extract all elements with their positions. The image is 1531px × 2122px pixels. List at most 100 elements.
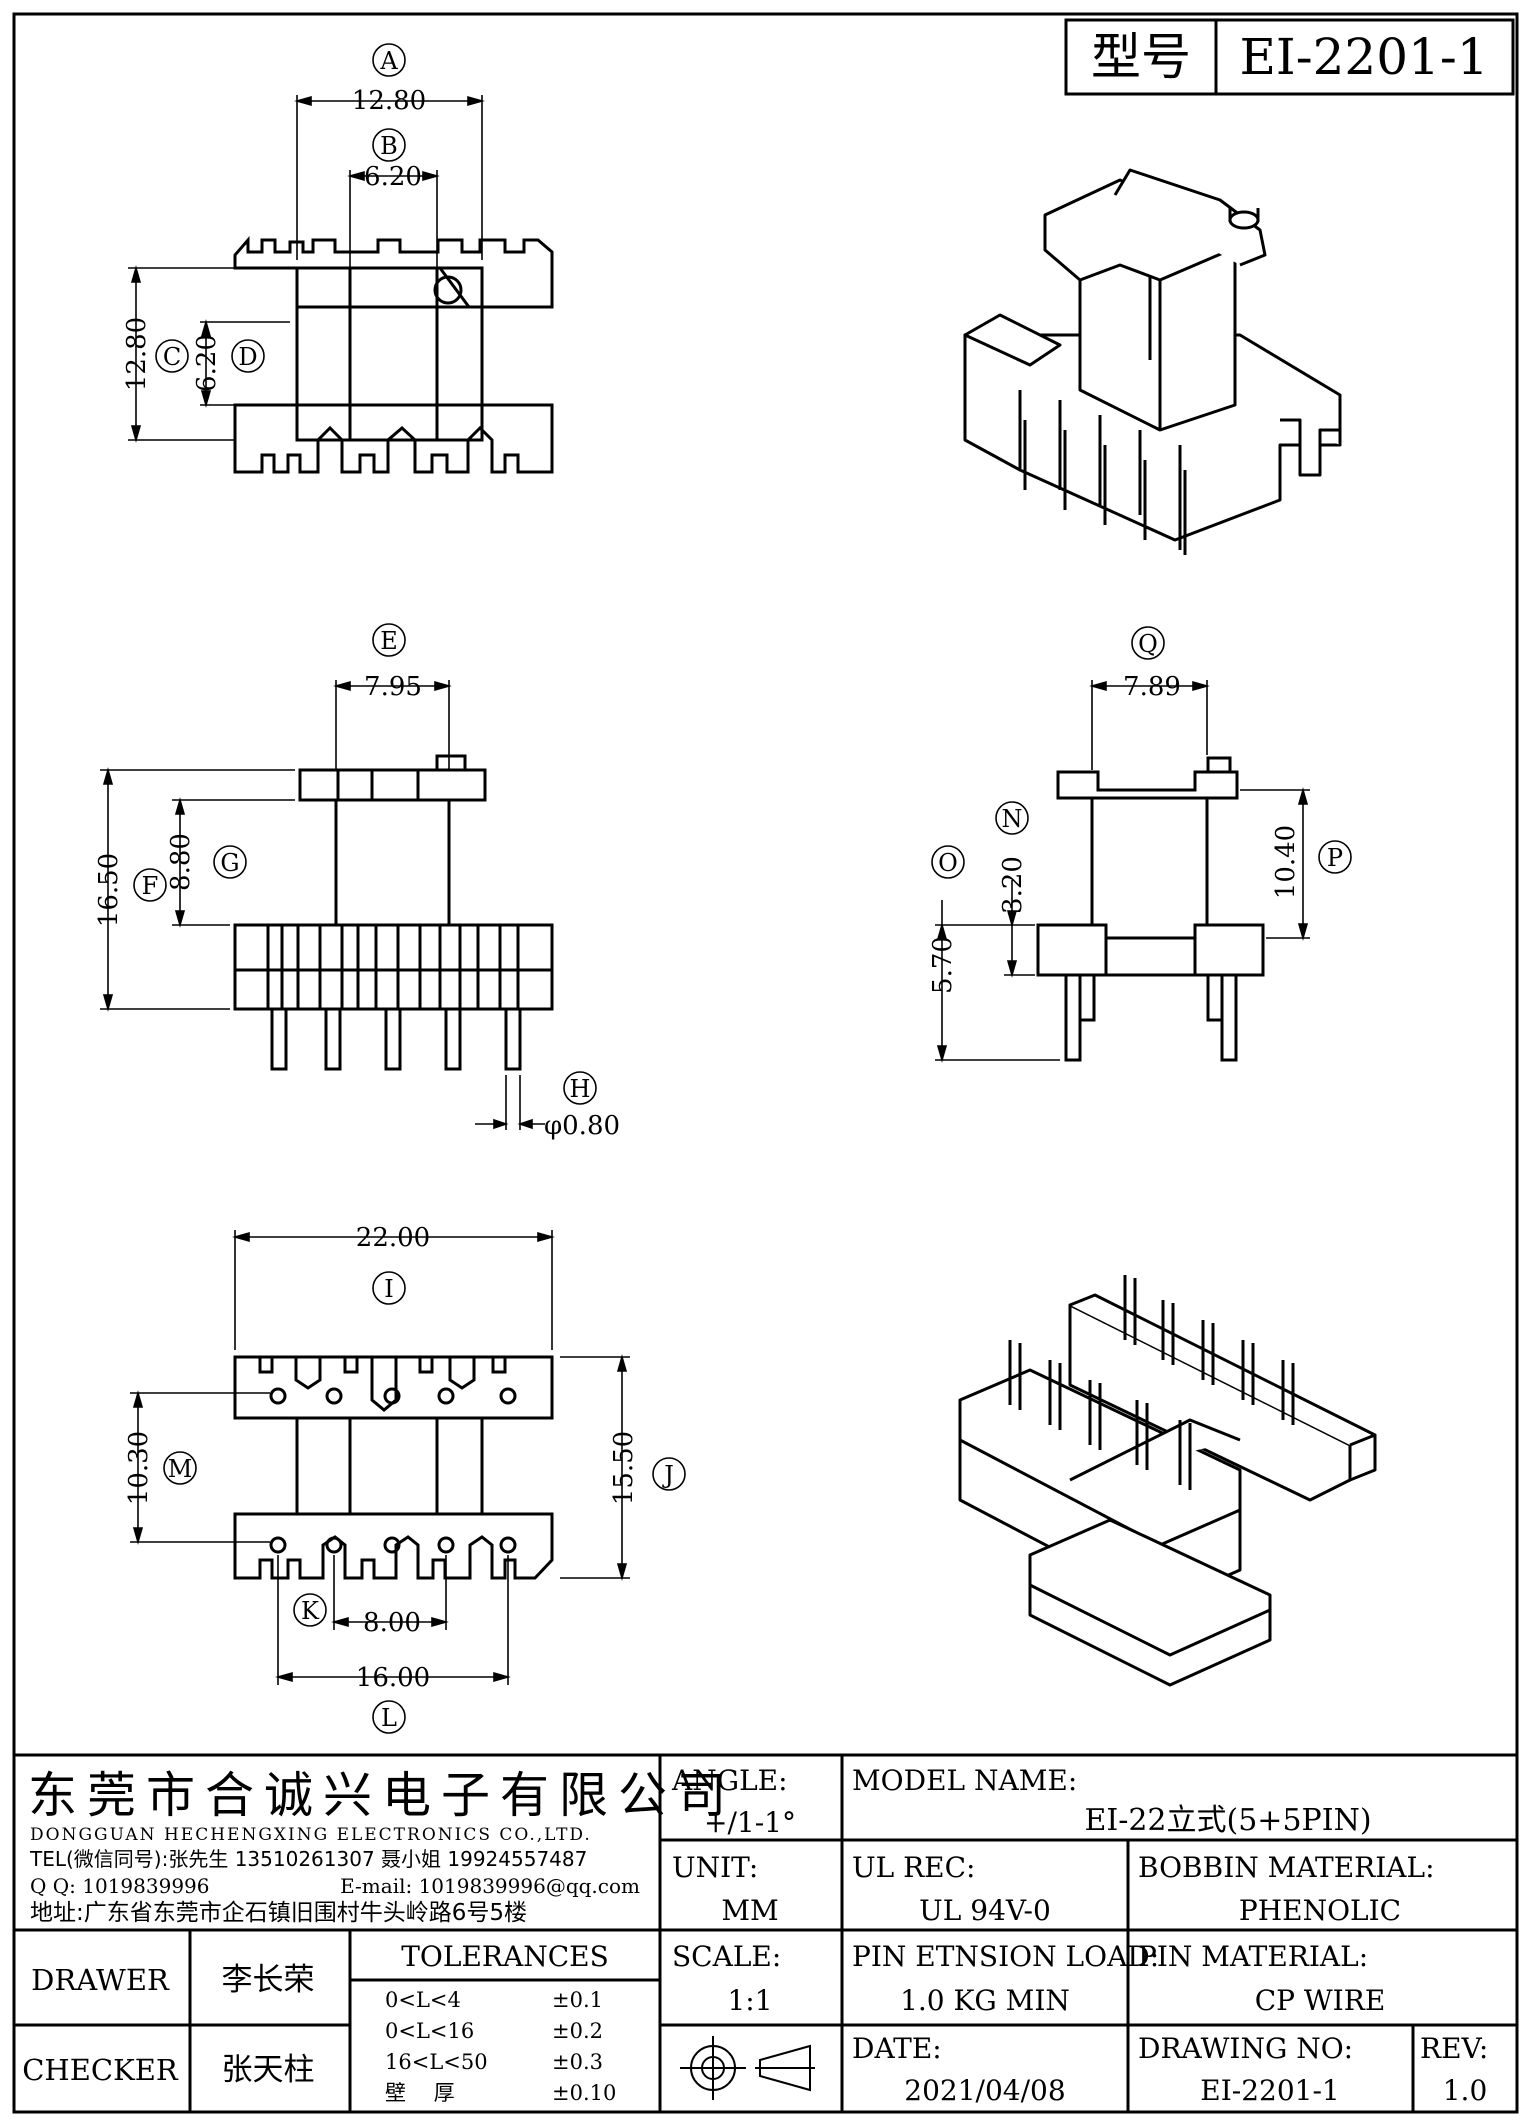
- isometric-view-top: [963, 168, 1342, 555]
- date-value: 2021/04/08: [904, 2074, 1065, 2107]
- pin-load-label: PIN ETNSION LOAD:: [852, 1940, 1159, 1973]
- svg-text:7.95: 7.95: [364, 672, 422, 702]
- bobbin-material-value: PHENOLIC: [1239, 1894, 1401, 1927]
- title-block: [14, 1753, 1517, 2112]
- company-block: 东莞市合诚兴电子有限公司 DONGGUAN HECHENGXING ELECTR…: [28, 1767, 736, 1926]
- svg-text:7.89: 7.89: [1123, 672, 1181, 702]
- company-name-cn: 东莞市合诚兴电子有限公司: [28, 1767, 736, 1824]
- date-label: DATE:: [852, 2032, 942, 2065]
- dim-B: B 6.20: [364, 128, 422, 192]
- svg-text:15.50: 15.50: [609, 1431, 639, 1505]
- dim-G: 8.80 G: [166, 833, 247, 891]
- dim-K: K 8.00: [293, 1593, 421, 1638]
- svg-text:M: M: [168, 1455, 193, 1483]
- svg-text:F: F: [142, 872, 159, 900]
- angle-label: ANGLE:: [671, 1764, 788, 1797]
- svg-text:K: K: [301, 1597, 320, 1625]
- title-block-text: ANGLE: +/1-1° MODEL NAME: EI-22立式(5+5PIN…: [22, 1764, 1488, 2107]
- rev-label: REV:: [1420, 2032, 1488, 2065]
- tolerances-label: TOLERANCES: [401, 1940, 609, 1973]
- dim-M: 10.30 M: [124, 1431, 197, 1505]
- dim-I: 22.00 I: [356, 1223, 430, 1305]
- side-view: [1036, 756, 1265, 1062]
- dim-H: H φ0.80: [544, 1071, 620, 1141]
- header-model-value: EI-2201-1: [1239, 28, 1488, 86]
- company-email: E-mail: 1019839996@qq.com: [340, 1874, 640, 1898]
- svg-text:G: G: [220, 849, 239, 877]
- svg-text:16.50: 16.50: [94, 853, 124, 927]
- tolerance-range-3: 16<L<50: [385, 2050, 488, 2074]
- svg-text:8.00: 8.00: [363, 1608, 421, 1638]
- svg-text:O: O: [938, 849, 958, 877]
- dim-P: 10.40 P: [1271, 825, 1352, 899]
- company-qq: Q Q: 1019839996: [30, 1874, 210, 1898]
- ul-rec-value: UL 94V-0: [919, 1894, 1051, 1927]
- dim-A: A 12.80: [352, 43, 426, 116]
- svg-text:12.80: 12.80: [122, 317, 152, 391]
- dim-F: 16.50 F: [94, 853, 167, 927]
- isometric-view-bottom: [958, 1275, 1377, 1687]
- drawing-no-label: DRAWING NO:: [1138, 2032, 1353, 2065]
- tolerance-value-4: ±0.10: [552, 2081, 616, 2105]
- top-view: [233, 235, 554, 474]
- header-model-box: 型号 EI-2201-1: [1064, 18, 1515, 96]
- dim-L: 16.00 L: [356, 1663, 430, 1734]
- drawer-label: DRAWER: [31, 1963, 170, 1997]
- top-view-dims: [128, 95, 485, 443]
- bottom-view: [233, 1355, 554, 1580]
- drawer-value: 李长荣: [222, 1962, 315, 1998]
- checker-value: 张天柱: [222, 2052, 315, 2088]
- model-name-label: MODEL NAME:: [852, 1764, 1077, 1797]
- projection-symbol-icon: [680, 2036, 815, 2100]
- side-view-dims: [935, 680, 1310, 1063]
- pin-material-label: PIN MATERIAL:: [1138, 1940, 1368, 1973]
- svg-text:6.20: 6.20: [192, 334, 222, 392]
- svg-text:A: A: [379, 47, 398, 75]
- scale-label: SCALE:: [672, 1940, 781, 1973]
- svg-text:6.20: 6.20: [364, 162, 422, 192]
- tolerance-value-3: ±0.3: [552, 2050, 603, 2074]
- dim-C: 12.80 C: [122, 317, 189, 391]
- svg-text:C: C: [163, 343, 181, 371]
- checker-label: CHECKER: [22, 2053, 179, 2087]
- svg-text:22.00: 22.00: [356, 1223, 430, 1253]
- svg-text:J: J: [661, 1461, 674, 1489]
- svg-text:3.20: 3.20: [998, 856, 1028, 914]
- tolerance-range-4: 壁 厚: [385, 2081, 455, 2105]
- drawing-no-value: EI-2201-1: [1200, 2074, 1340, 2107]
- svg-text:16.00: 16.00: [356, 1663, 430, 1693]
- svg-text:I: I: [384, 1275, 393, 1303]
- dim-D: 6.20 D: [192, 334, 265, 392]
- svg-text:8.80: 8.80: [166, 833, 196, 891]
- svg-text:Q: Q: [1138, 630, 1158, 658]
- dim-N: N 3.20: [995, 801, 1029, 914]
- front-view-dims: [100, 680, 545, 1130]
- svg-text:φ0.80: φ0.80: [544, 1111, 620, 1141]
- model-name-value: EI-22立式(5+5PIN): [1084, 1803, 1371, 1838]
- bobbin-material-label: BOBBIN MATERIAL:: [1138, 1851, 1435, 1884]
- svg-text:P: P: [1327, 844, 1343, 872]
- svg-text:N: N: [1002, 805, 1023, 833]
- dim-E: E 7.95: [364, 623, 422, 702]
- tolerance-value-1: ±0.1: [552, 1988, 603, 2012]
- svg-text:10.40: 10.40: [1271, 825, 1301, 899]
- svg-text:B: B: [380, 132, 398, 160]
- company-name-en: DONGGUAN HECHENGXING ELECTRONICS CO.,LTD…: [30, 1825, 592, 1845]
- front-view: [233, 754, 554, 1071]
- tolerance-value-2: ±0.2: [552, 2019, 603, 2043]
- header-model-label: 型号: [1091, 28, 1191, 86]
- dim-Q: Q 7.89: [1123, 626, 1181, 702]
- sheet-border: [12, 12, 1519, 2114]
- angle-value: +/1-1°: [704, 1806, 796, 1839]
- pin-material-value: CP WIRE: [1255, 1984, 1386, 2017]
- company-tel: TEL(微信同号):张先生 13510261307 聂小姐 1992455748…: [29, 1847, 587, 1871]
- dim-O: O 5.70: [928, 845, 965, 994]
- company-address: 地址:广东省东莞市企石镇旧围村牛头岭路6号5楼: [30, 1900, 527, 1926]
- pin-load-value: 1.0 KG MIN: [900, 1984, 1070, 2017]
- dim-J: 15.50 J: [609, 1431, 686, 1505]
- bottom-view-dims: [130, 1230, 630, 1685]
- svg-text:E: E: [380, 627, 398, 655]
- svg-text:10.30: 10.30: [124, 1431, 154, 1505]
- unit-label: UNIT:: [672, 1851, 758, 1884]
